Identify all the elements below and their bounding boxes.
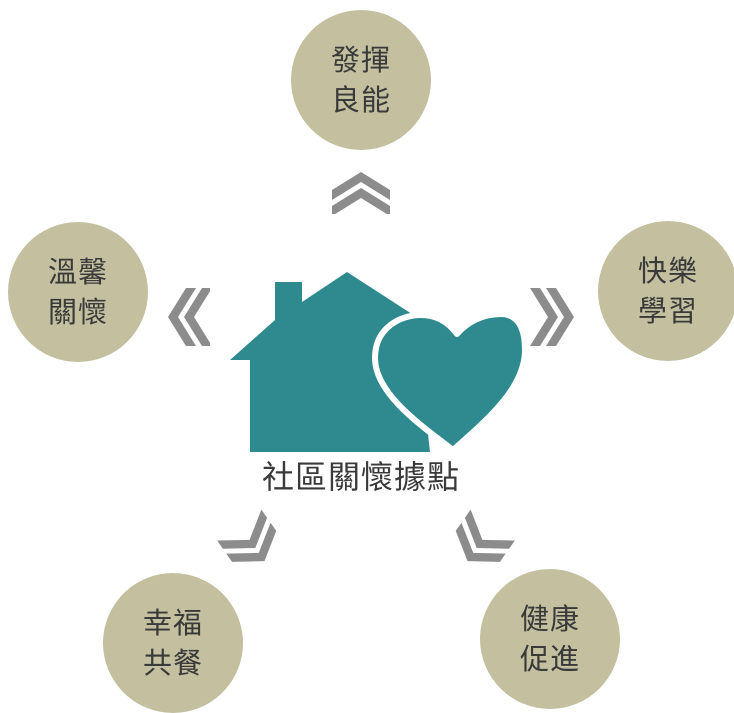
- house-heart-logo: [230, 272, 525, 453]
- node-right: 快樂 學習: [598, 221, 734, 361]
- node-top-line1: 發揮: [330, 43, 391, 77]
- node-left: 溫馨 關懷: [8, 222, 148, 362]
- chevron-left-icon: [168, 288, 210, 346]
- house-icon: [230, 272, 430, 452]
- node-bottom-left: 幸福 共餐: [103, 573, 243, 713]
- node-bottom-right: 健康 促進: [480, 569, 620, 709]
- chevron-down-left-icon: [217, 509, 277, 562]
- node-bottom-left-line2: 共餐: [142, 646, 203, 680]
- node-left-line1: 溫馨: [47, 255, 108, 289]
- heart-icon: [372, 311, 525, 453]
- node-left-line2: 關懷: [47, 295, 108, 329]
- center-title: 社區關懷據點: [261, 458, 460, 496]
- node-bottom-right-line2: 促進: [519, 642, 580, 676]
- chevron-right-icon: [530, 288, 574, 346]
- node-top: 發揮 良能: [291, 10, 431, 150]
- chevron-down-right-icon: [455, 509, 515, 562]
- node-right-line1: 快樂: [637, 254, 698, 288]
- node-top-line2: 良能: [330, 83, 391, 117]
- node-right-line2: 學習: [637, 294, 698, 328]
- node-bottom-right-line1: 健康: [519, 602, 580, 636]
- chevron-up-icon: [332, 172, 390, 214]
- node-bottom-left-line1: 幸福: [142, 606, 203, 640]
